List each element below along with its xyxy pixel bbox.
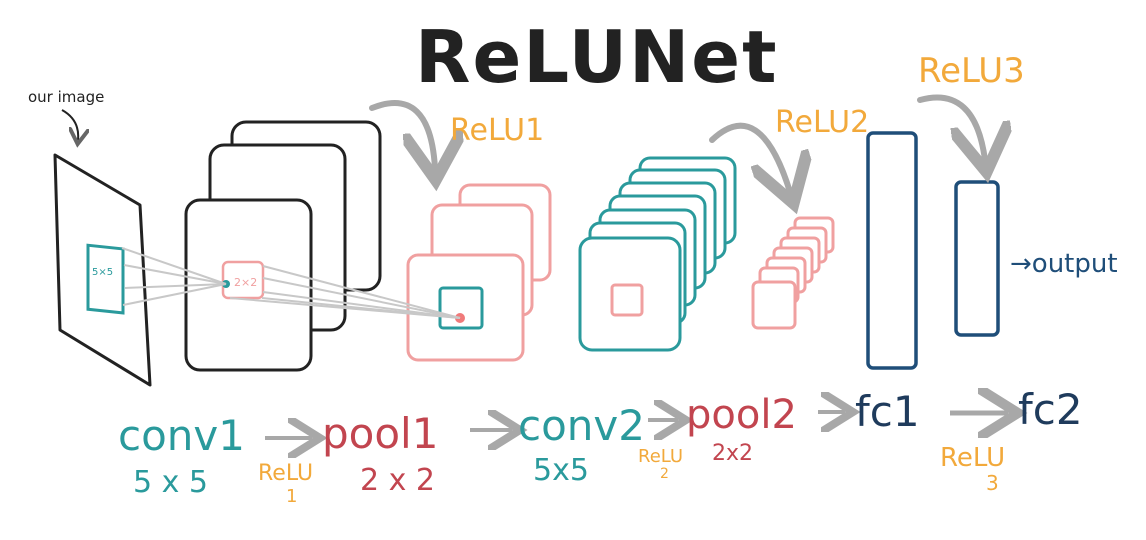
kernel-2x2-label: 2×2 (234, 276, 257, 289)
relu2-label: ReLU2 (775, 105, 869, 140)
relu1-arrow (369, 100, 435, 168)
pipeline-pool1-name: pool1 (322, 409, 438, 458)
pool1-map-1 (406, 253, 525, 362)
conv2-kernel-box (438, 286, 484, 330)
pipeline-conv2-name: conv2 (518, 401, 645, 450)
our-image-arrow (61, 109, 78, 140)
relu-note-2-index: 2 (660, 466, 669, 482)
fc1-layer (866, 131, 918, 370)
pipeline: conv1 5 x 5 pool1 2 x 2 conv2 5x5 pool2 … (118, 385, 1083, 507)
input-image-panel (53, 153, 152, 387)
relu-note-3-label: ReLU (940, 443, 1005, 473)
pipeline-pool2-detail: 2x2 (712, 441, 753, 466)
pipeline-fc1-name: fc1 (855, 387, 920, 436)
conv1-projection-lines (121, 247, 227, 306)
relu-note-1-index: 1 (286, 486, 297, 507)
relu-note-2-label: ReLU (638, 446, 683, 467)
pool1-projection-lines (229, 265, 461, 319)
conv2-pool-kernel (610, 283, 644, 317)
relu2-arrow (709, 122, 790, 192)
pool-kernel-box (221, 260, 265, 300)
pipeline-pool1-detail: 2 x 2 (360, 463, 435, 498)
pool2-stack (751, 216, 835, 330)
relu3-arrow (917, 94, 985, 161)
pipeline-conv1-name: conv1 (118, 411, 245, 460)
kernel-5x5-label: 5×5 (92, 267, 113, 278)
pipeline-conv2-detail: 5x5 (533, 453, 589, 488)
our-image-label: our image (28, 88, 104, 106)
conv2-stack (578, 156, 737, 352)
relu-note-3-index: 3 (986, 471, 999, 495)
pipeline-conv1-detail: 5 x 5 (133, 465, 208, 500)
relu3-label: ReLU3 (918, 51, 1025, 91)
pipeline-fc2-name: fc2 (1018, 385, 1083, 434)
fc2-layer (954, 180, 1000, 337)
pipeline-pool2-name: pool2 (686, 392, 797, 438)
relu1-label: ReLU1 (450, 113, 544, 148)
input-kernel-box (86, 243, 125, 315)
output-label: →output (1010, 249, 1118, 279)
diagram-title: ReLUNet (415, 15, 779, 99)
relu-note-1-label: ReLU (258, 461, 313, 486)
